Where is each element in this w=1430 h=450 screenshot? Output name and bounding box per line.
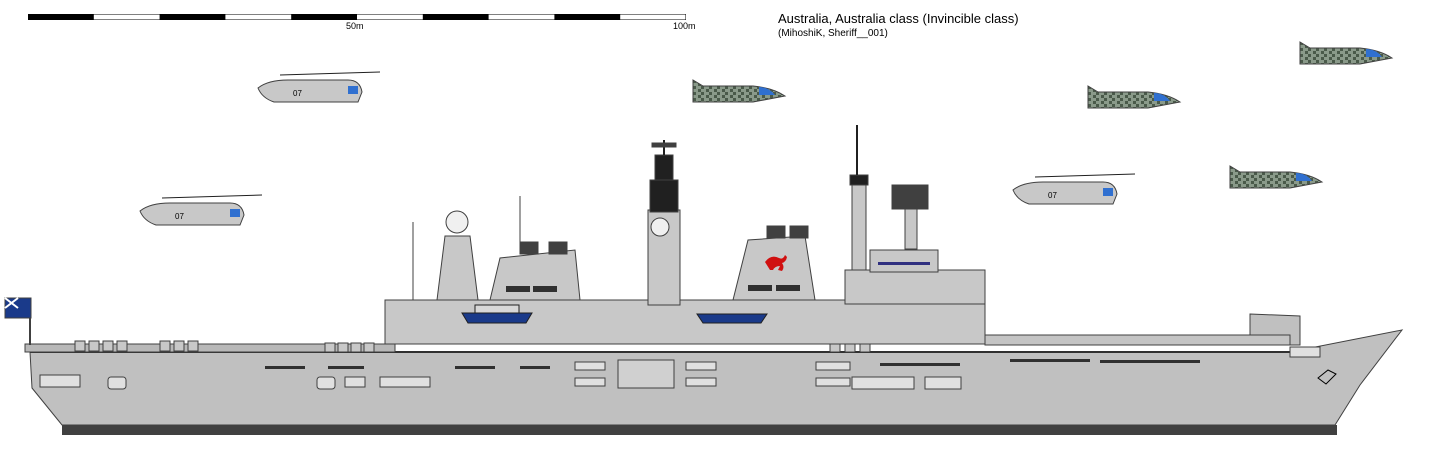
hull-openings — [39, 346, 1321, 390]
scale-label-100m: 100m — [673, 21, 696, 31]
scale-label-50m: 50m — [346, 21, 364, 31]
helicopter-icon: 07 — [1012, 173, 1136, 205]
drawing-credit: (MihoshiK, Sheriff__001) — [778, 28, 888, 39]
jet-icon — [1229, 165, 1324, 189]
kangaroo-emblem — [765, 255, 787, 271]
jet-icon — [692, 79, 787, 103]
portholes — [265, 359, 1200, 369]
vents — [506, 285, 800, 292]
boot-topping — [62, 425, 1337, 435]
jet-icon — [1299, 41, 1394, 65]
svg-text:07: 07 — [1048, 191, 1057, 200]
drawing-title: Australia, Australia class (Invincible c… — [778, 11, 1019, 26]
helicopter-icon: 07 — [139, 194, 263, 226]
svg-text:07: 07 — [175, 212, 184, 221]
scale-bar — [28, 14, 686, 20]
deck-equipment — [74, 340, 871, 353]
helicopter-icon: 07 — [257, 71, 381, 103]
bridge-windows — [878, 262, 930, 265]
ships-boats — [461, 304, 768, 324]
aerials — [412, 196, 521, 300]
pennant-number — [1317, 369, 1337, 385]
australian-ensign — [4, 297, 32, 345]
svg-text:07: 07 — [293, 89, 302, 98]
jet-icon — [1087, 85, 1182, 109]
